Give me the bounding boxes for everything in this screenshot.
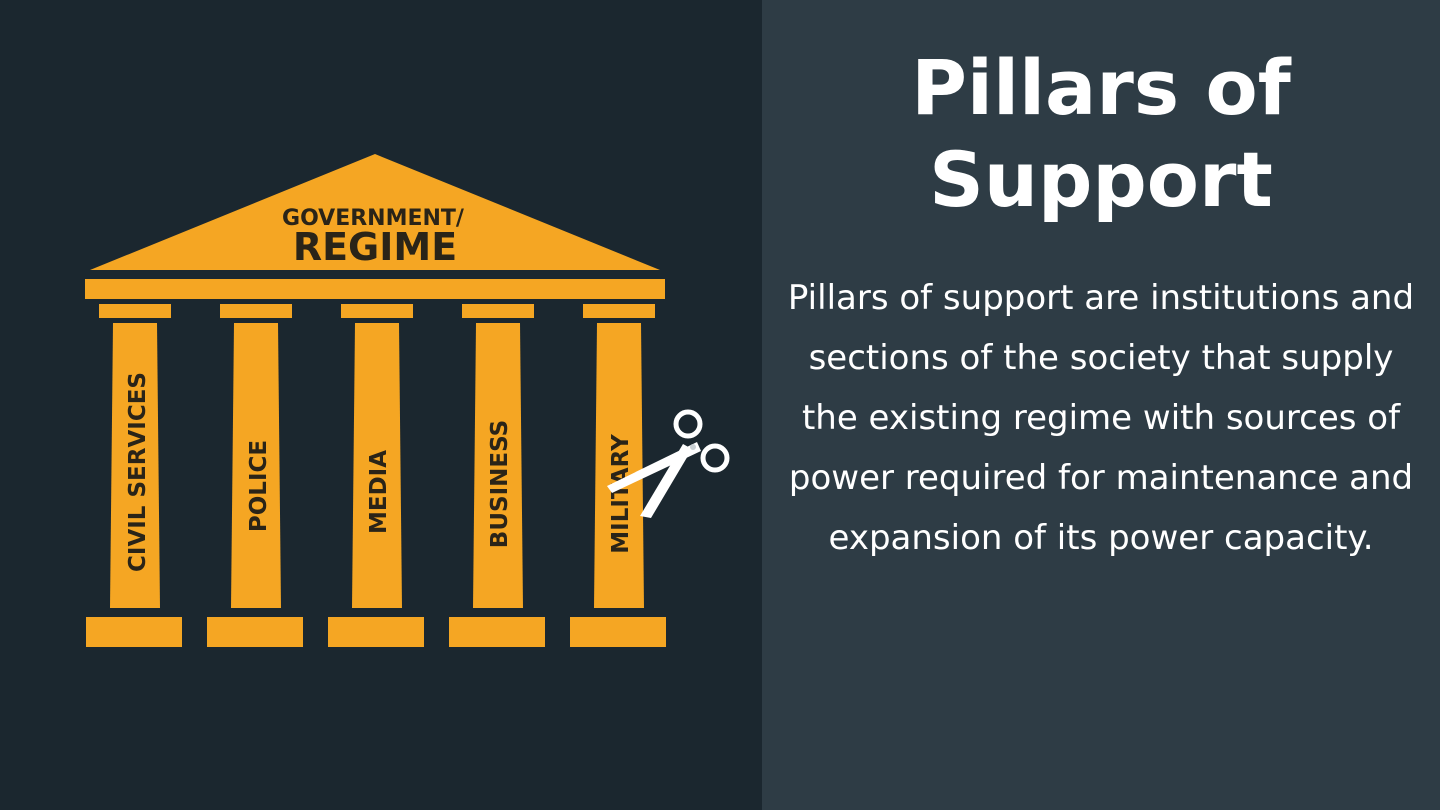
roof-label-line1: GOVERNMENT/: [282, 206, 465, 231]
pillar-business: BUSINESS: [449, 304, 545, 647]
pillar-police: POLICE: [207, 304, 303, 647]
temple-roof: [90, 154, 660, 270]
pillar-civil-services: CIVIL SERVICES: [86, 304, 182, 647]
left-panel: GOVERNMENT/ REGIME CIVIL SERVICES POLICE: [0, 0, 762, 810]
pillar-capital: [99, 304, 171, 318]
pillar-label: MILITARY: [608, 434, 634, 554]
pillar-capital: [462, 304, 534, 318]
pillar-shaft: [352, 323, 402, 608]
pillar-label: MEDIA: [366, 450, 392, 534]
pillar-base: [570, 617, 666, 647]
pillar-shaft: [110, 323, 160, 608]
pillar-media: MEDIA: [328, 304, 424, 647]
pillar-capital: [583, 304, 655, 318]
pillar-base: [328, 617, 424, 647]
pillar-label: BUSINESS: [487, 420, 513, 548]
roof-label-line2: REGIME: [293, 225, 457, 269]
description-text: Pillars of support are institutions and …: [787, 278, 1415, 558]
right-panel: Pillars of Support Pillars of support ar…: [762, 0, 1440, 810]
pillar-shaft: [473, 323, 523, 608]
pillar-capital: [341, 304, 413, 318]
pillar-military: MILITARY: [570, 304, 666, 647]
pillar-base: [86, 617, 182, 647]
pillar-label: POLICE: [246, 440, 272, 532]
scissors-icon: [607, 409, 730, 518]
pillar-base: [207, 617, 303, 647]
pillar-shaft: [594, 323, 644, 608]
pillar-label: CIVIL SERVICES: [125, 372, 151, 572]
temple-entablature: [85, 279, 665, 299]
slide-title: Pillars of Support: [911, 43, 1291, 224]
pillar-shaft: [231, 323, 281, 608]
temple-diagram: GOVERNMENT/ REGIME CIVIL SERVICES POLICE: [85, 154, 730, 647]
pillar-capital: [220, 304, 292, 318]
pillar-base: [449, 617, 545, 647]
